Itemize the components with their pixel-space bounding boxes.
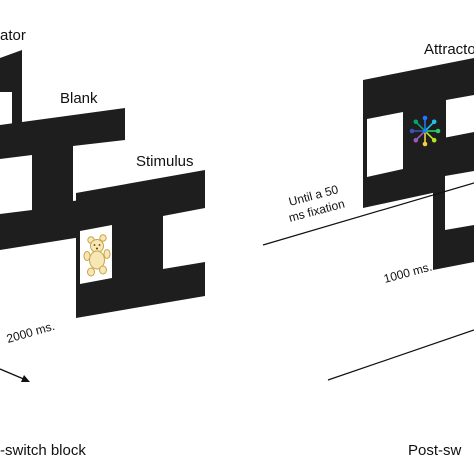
starburst-dot (431, 137, 437, 143)
starburst-dot (422, 115, 428, 121)
stimulus-label: Stimulus (136, 153, 194, 170)
starburst-icon (409, 115, 441, 147)
bear-toy-icon (83, 234, 111, 277)
caption-left: -switch block (0, 442, 86, 459)
starburst-dot (413, 137, 419, 143)
duration-right: 1000 ms. (382, 260, 433, 286)
right-trial-sequence: Attractor Until a 50 ms fixation 1000 ms… (262, 41, 474, 459)
starburst-dot (422, 141, 428, 147)
arrow-icon (0, 368, 30, 382)
starburst-dot (435, 128, 441, 134)
left-trial-sequence: ator Blank (0, 27, 205, 459)
stimulus-frame (76, 170, 205, 318)
timeline-line-upper (262, 182, 474, 246)
attractor-label-right: Attractor (424, 41, 474, 58)
attractor-label-left: ator (0, 27, 26, 44)
caption-right: Post-sw (408, 442, 462, 459)
starburst-center (423, 129, 427, 133)
starburst-dot (431, 119, 437, 125)
blank-frame-right (433, 132, 474, 270)
bear-face (93, 244, 101, 250)
starburst-dot (409, 128, 415, 134)
duration-left: 2000 ms. (5, 319, 56, 346)
timeline-line-lower (327, 329, 474, 381)
starburst-dot (413, 119, 419, 125)
blank-label: Blank (60, 90, 98, 107)
